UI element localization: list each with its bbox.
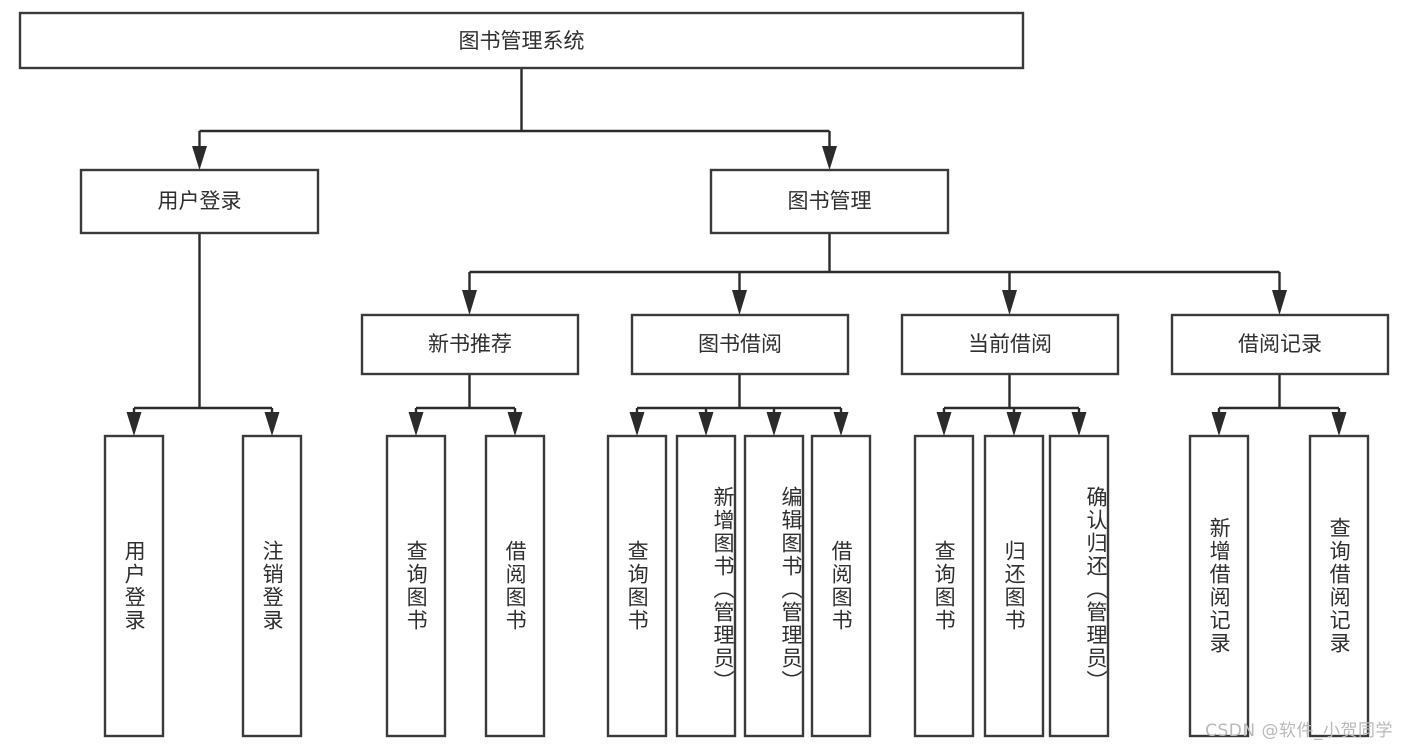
edges-bookborrow-to-leaves <box>629 374 849 436</box>
edges-bookmgmt-to-level3 <box>462 233 1287 315</box>
leaf-box-query-book-1[interactable] <box>385 434 447 738</box>
leaf-box-return-book[interactable] <box>983 434 1045 738</box>
leaf-box-logout[interactable] <box>241 434 303 738</box>
node-current-borrow-box[interactable] <box>900 313 1120 376</box>
edges-borrowrecord-to-leaves <box>1211 374 1347 436</box>
leaf-box-query-book-2[interactable] <box>606 434 668 738</box>
arrow-head-leaf-query-book-1 <box>408 412 424 436</box>
arrow-head-new-book-rec <box>462 290 477 315</box>
node-root[interactable]: 图书管理系统 <box>18 11 1025 70</box>
node-new-book-recommend-box[interactable] <box>360 313 580 376</box>
leaf-box-borrow-book-2[interactable] <box>810 434 872 738</box>
node-new-book-recommend[interactable]: 新书推荐 <box>360 313 580 376</box>
leaf-box-add-record[interactable] <box>1188 434 1250 738</box>
node-borrow-record-label: 借阅记录 <box>1238 332 1322 356</box>
leaf-box-confirm-return[interactable] <box>1048 434 1110 738</box>
node-book-borrow[interactable]: 图书借阅 <box>630 313 850 376</box>
edges-newbook-to-leaves <box>408 374 523 436</box>
node-book-management[interactable]: 图书管理 <box>709 168 950 235</box>
arrow-head-leaf-query-record <box>1331 412 1347 436</box>
arrow-head-leaf-add-book <box>698 412 714 436</box>
edges-userlogin-to-leaves <box>126 233 280 436</box>
node-root-box[interactable] <box>18 11 1025 70</box>
node-user-login-label: 用户登录 <box>158 189 242 213</box>
arrow-head-current-borrow <box>1002 290 1017 315</box>
node-borrow-record[interactable]: 借阅记录 <box>1170 313 1390 376</box>
node-root-label: 图书管理系统 <box>459 29 585 53</box>
arrow-head-leaf-borrow-book-2 <box>833 412 849 436</box>
node-book-management-box[interactable] <box>709 168 950 235</box>
arrow-head-user-login <box>192 146 207 170</box>
arrow-head-borrow-record <box>1272 290 1287 315</box>
leaf-box-user-login[interactable] <box>103 434 165 738</box>
node-user-login-box[interactable] <box>79 168 320 235</box>
arrow-head-leaf-add-record <box>1211 412 1227 436</box>
leaf-box-query-record[interactable] <box>1308 434 1370 738</box>
arrow-head-leaf-return-book <box>1006 412 1022 436</box>
arrow-head-leaf-query-book-3 <box>936 412 952 436</box>
edges-root-to-level2 <box>192 68 837 170</box>
leaf-box-query-book-3[interactable] <box>913 434 975 738</box>
arrow-head-leaf-logout <box>264 412 280 436</box>
node-user-login[interactable]: 用户登录 <box>79 168 320 235</box>
leaf-box-add-book[interactable] <box>675 434 737 738</box>
node-current-borrow-label: 当前借阅 <box>968 332 1052 356</box>
arrow-head-book-mgmt <box>822 146 837 170</box>
leaf-box-borrow-book-1[interactable] <box>484 434 546 738</box>
node-book-borrow-box[interactable] <box>630 313 850 376</box>
node-new-book-recommend-label: 新书推荐 <box>428 332 512 356</box>
arrow-head-leaf-user-login <box>126 412 142 436</box>
node-book-management-label: 图书管理 <box>788 189 872 213</box>
arrow-head-leaf-confirm-return <box>1071 412 1087 436</box>
node-current-borrow[interactable]: 当前借阅 <box>900 313 1120 376</box>
node-borrow-record-box[interactable] <box>1170 313 1390 376</box>
csdn-watermark: CSDN @软件_小贺同学 <box>1205 721 1393 741</box>
node-book-borrow-label: 图书借阅 <box>698 332 782 356</box>
leaf-boxes <box>103 434 1370 738</box>
leaf-box-edit-book[interactable] <box>743 434 805 738</box>
arrow-head-leaf-edit-book <box>766 412 782 436</box>
arrow-head-book-borrow <box>732 290 747 315</box>
arrow-head-leaf-borrow-book-1 <box>507 412 523 436</box>
edges-currentborrow-to-leaves <box>936 374 1087 436</box>
arrow-head-leaf-query-book-2 <box>629 412 645 436</box>
